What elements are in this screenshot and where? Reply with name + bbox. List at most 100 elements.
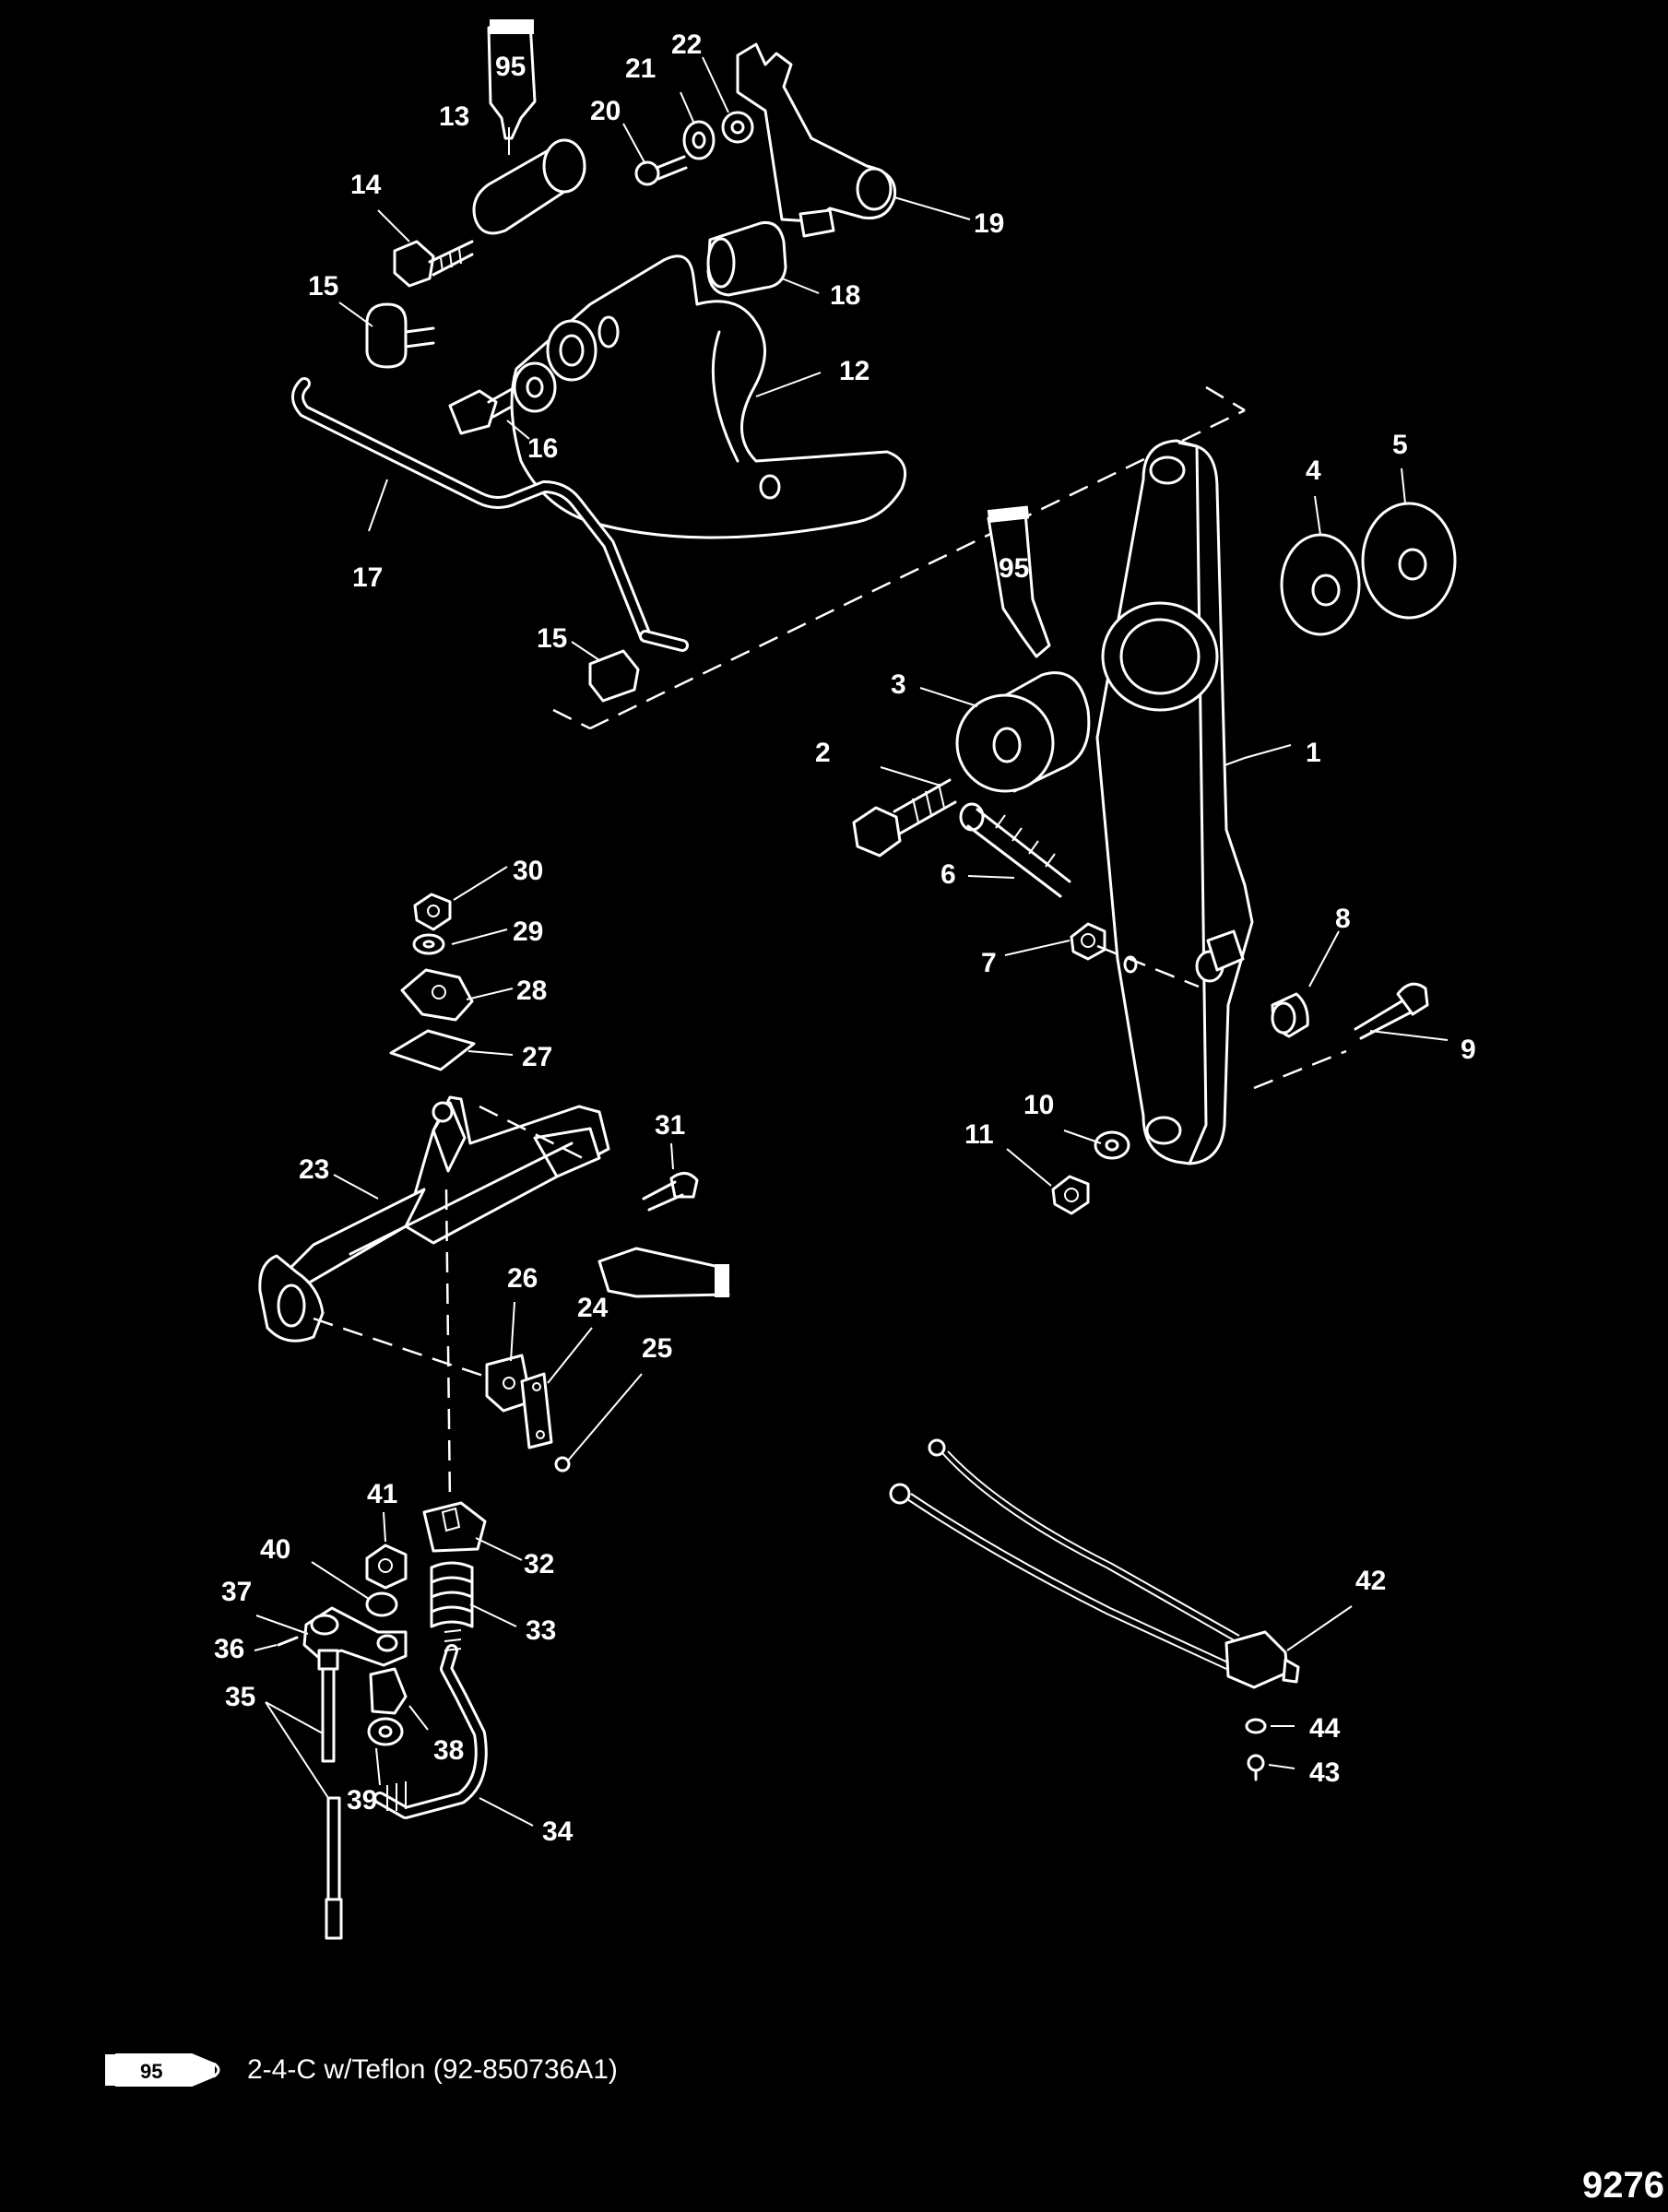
callout-36: 36	[214, 1634, 244, 1664]
upper-assembly: 95	[291, 19, 906, 703]
part-35-rod-upper	[317, 1649, 339, 1763]
part-39-washer	[367, 1717, 404, 1746]
svg-text:95: 95	[495, 52, 526, 82]
callout-5: 5	[1392, 430, 1408, 460]
lower-left-assembly: 95	[258, 893, 730, 1940]
callout-2: 2	[815, 738, 831, 768]
callout-13: 13	[439, 101, 469, 132]
part-13-bushing	[472, 138, 586, 235]
part-29-washer	[412, 933, 445, 955]
callout-23: 23	[299, 1154, 329, 1185]
assembly-outline-upper	[552, 385, 1246, 730]
callout-42: 42	[1355, 1566, 1386, 1596]
callout-25: 25	[642, 1333, 672, 1364]
callout-30: 30	[513, 856, 543, 886]
part-3-bushing	[955, 671, 1091, 793]
legend-tube-number: 95	[140, 2060, 162, 2083]
callout-41: 41	[367, 1479, 397, 1509]
part-2-bolt	[852, 778, 957, 858]
legend-text: 2-4-C w/Teflon (92-850736A1)	[247, 2054, 618, 2085]
callout-38: 38	[433, 1735, 464, 1766]
callout-11: 11	[964, 1119, 994, 1150]
part-8-bushing	[1271, 992, 1309, 1038]
part-36-pin	[277, 1636, 299, 1647]
callout-40: 40	[260, 1534, 290, 1565]
part-35-rod-lower	[325, 1796, 343, 1940]
legend: 95 2-4-C w/Teflon (92-850736A1)	[103, 2049, 618, 2091]
part-33-spring	[430, 1561, 474, 1628]
callout-27: 27	[522, 1042, 552, 1072]
callout-24: 24	[577, 1293, 609, 1323]
callout-21: 21	[625, 53, 656, 84]
part-44-washer	[1245, 1718, 1267, 1734]
callout-15-top: 15	[308, 271, 338, 302]
alignment-line-arm	[1096, 944, 1347, 1090]
part-5-washer	[1361, 502, 1457, 620]
callout-3: 3	[891, 669, 906, 700]
part-12-bracket	[510, 254, 906, 539]
callout-31: 31	[655, 1110, 685, 1141]
part-42-cable-switch	[889, 1438, 1300, 1689]
part-26-block	[485, 1354, 533, 1413]
part-24-plate	[520, 1372, 553, 1449]
lubricant-tube-top: 95	[487, 19, 537, 140]
callout-22: 22	[671, 30, 702, 60]
callout-28: 28	[516, 976, 547, 1006]
lubricant-tube-middle: 95	[987, 505, 1051, 658]
callout-32: 32	[524, 1549, 554, 1579]
part-20-screw	[634, 155, 688, 186]
part-23-bracket	[258, 1095, 610, 1343]
part-31-screw	[642, 1172, 699, 1212]
part-21-washer	[682, 120, 716, 160]
part-38-bushing	[369, 1667, 408, 1715]
callout-33: 33	[526, 1615, 556, 1646]
part-10-washer	[1094, 1130, 1130, 1160]
cable-assembly	[889, 1438, 1300, 1781]
callout-26: 26	[507, 1263, 538, 1294]
part-28-clip	[400, 968, 474, 1022]
svg-text:95: 95	[666, 1276, 684, 1295]
part-14-bolt	[393, 240, 474, 288]
callout-43: 43	[1309, 1757, 1340, 1788]
callout-8: 8	[1335, 904, 1351, 934]
callout-15-lower: 15	[537, 623, 567, 654]
part-6-bolt	[959, 802, 1071, 898]
part-40-washer	[365, 1591, 398, 1617]
callout-16: 16	[527, 433, 558, 464]
callout-9: 9	[1461, 1035, 1476, 1065]
lubricant-tube-lower: 95	[597, 1247, 730, 1298]
callout-6: 6	[940, 859, 956, 890]
callout-35: 35	[225, 1682, 255, 1712]
part-11-nut	[1051, 1175, 1090, 1215]
main-arm-assembly: 95	[852, 439, 1457, 1215]
callout-20: 20	[590, 96, 621, 126]
part-43-screw	[1247, 1754, 1265, 1781]
callout-4: 4	[1306, 455, 1321, 486]
callout-10: 10	[1023, 1090, 1054, 1120]
alignment-lines-lower	[313, 1105, 591, 1504]
callout-37: 37	[221, 1577, 252, 1607]
part-41-nut	[365, 1544, 408, 1590]
callout-labels: 1 2 3 4 5 6 7 8 9 10 11 12 13 14 15 16 1…	[214, 30, 1476, 1847]
callout-1: 1	[1306, 738, 1321, 768]
part-15-nut-lower	[588, 649, 640, 703]
page-number: 9276	[1582, 2165, 1664, 2206]
callout-29: 29	[513, 917, 543, 947]
callout-39: 39	[347, 1785, 377, 1816]
part-9-bolt	[1354, 982, 1429, 1040]
part-16-fitting	[448, 387, 518, 435]
leader-lines	[254, 56, 1449, 1827]
part-19-lever	[736, 42, 897, 238]
lubricant-tube-icon: 95	[105, 2053, 220, 2087]
part-30-nut	[413, 893, 452, 931]
part-25-screw	[554, 1456, 571, 1473]
callout-18: 18	[830, 280, 860, 311]
part-4-washer	[1280, 533, 1361, 636]
callout-19: 19	[974, 208, 1004, 239]
callout-17: 17	[352, 562, 383, 593]
part-27-plate	[389, 1029, 476, 1071]
part-34-rod	[373, 1629, 488, 1819]
part-15-nut-top	[365, 302, 435, 369]
callout-44: 44	[1309, 1713, 1341, 1744]
